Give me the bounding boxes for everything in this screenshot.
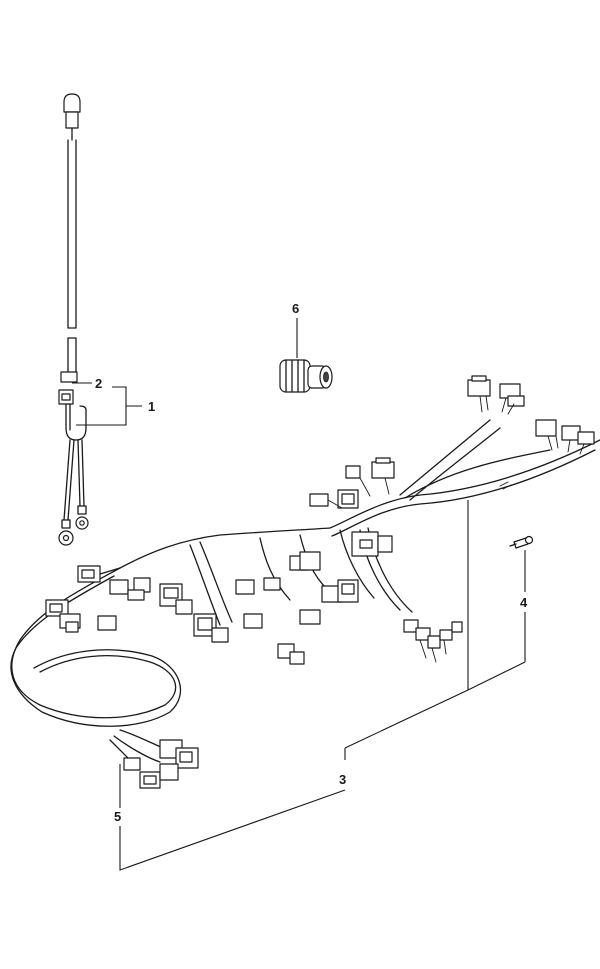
leader-lines — [72, 318, 526, 871]
callout-6: 6 — [292, 301, 299, 316]
part-4-screw[interactable] — [509, 535, 534, 549]
part-2-fuse[interactable] — [58, 371, 78, 405]
part-1-battery-cable[interactable] — [58, 93, 89, 546]
callout-labels: 1 2 3 4 5 6 — [95, 301, 528, 824]
callout-4: 4 — [520, 595, 528, 610]
part-3-main-harness[interactable] — [10, 375, 600, 789]
callout-5: 5 — [114, 809, 121, 824]
part-6-grommet[interactable] — [279, 359, 333, 393]
callout-1: 1 — [148, 399, 155, 414]
callout-2: 2 — [95, 376, 102, 391]
callout-3: 3 — [339, 772, 346, 787]
